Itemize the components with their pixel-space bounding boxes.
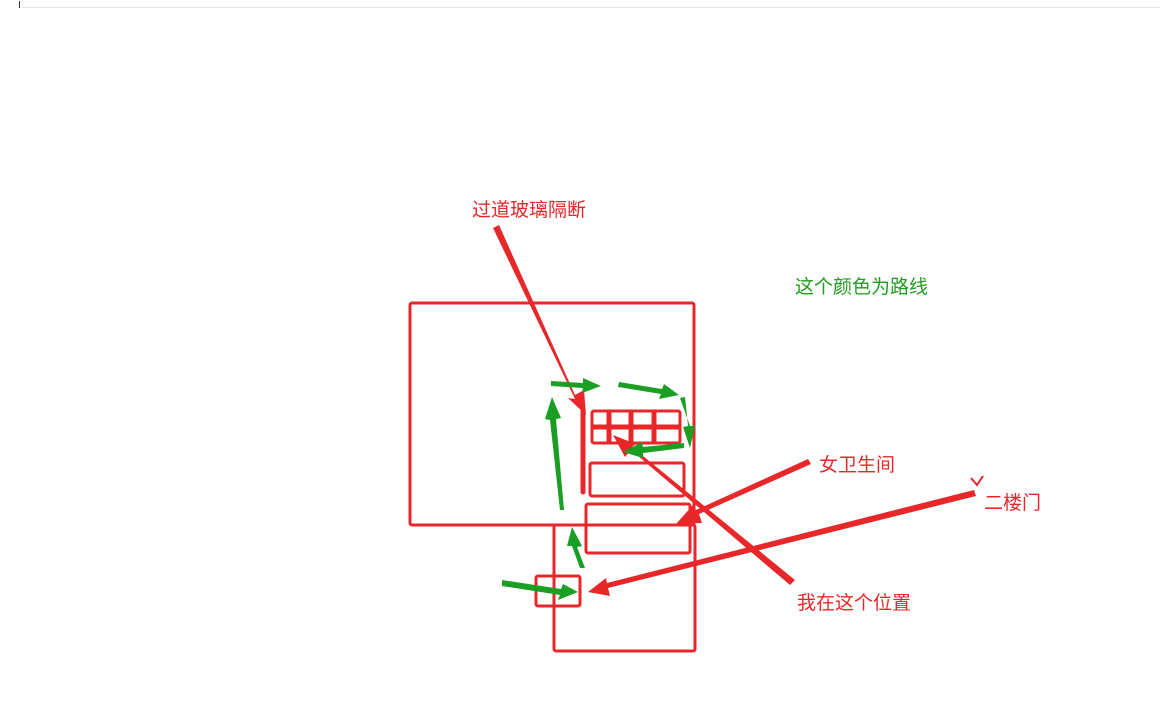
pointer-arrow-restroom — [676, 459, 811, 524]
restroom-block-outline — [588, 461, 686, 498]
route-arrow-7 — [623, 442, 684, 458]
pointer-arrow-glass-partition — [493, 225, 586, 415]
route-arrow-5 — [618, 382, 679, 399]
route-arrow-3 — [545, 397, 564, 510]
document-top-rule — [22, 7, 1160, 8]
route-arrow-1 — [502, 580, 578, 600]
main-hall-outline — [408, 301, 696, 527]
label-second-floor-door: 二楼门 — [984, 492, 1042, 514]
pointer-arrow-second-floor-door — [588, 490, 976, 596]
route-arrow-4 — [551, 378, 601, 393]
text-cursor — [19, 1, 20, 8]
door-block-outline — [584, 502, 692, 555]
route-arrow-6 — [680, 397, 695, 448]
small-tick-mark — [970, 475, 984, 487]
route-arrow-2 — [567, 527, 585, 568]
label-corridor-glass-partition: 过道玻璃隔断 — [472, 199, 587, 221]
label-womens-restroom: 女卫生间 — [819, 454, 896, 476]
label-route-color-legend: 这个颜色为路线 — [795, 276, 929, 298]
label-my-location: 我在这个位置 — [797, 592, 912, 614]
pointer-arrow-my-location — [613, 435, 795, 585]
